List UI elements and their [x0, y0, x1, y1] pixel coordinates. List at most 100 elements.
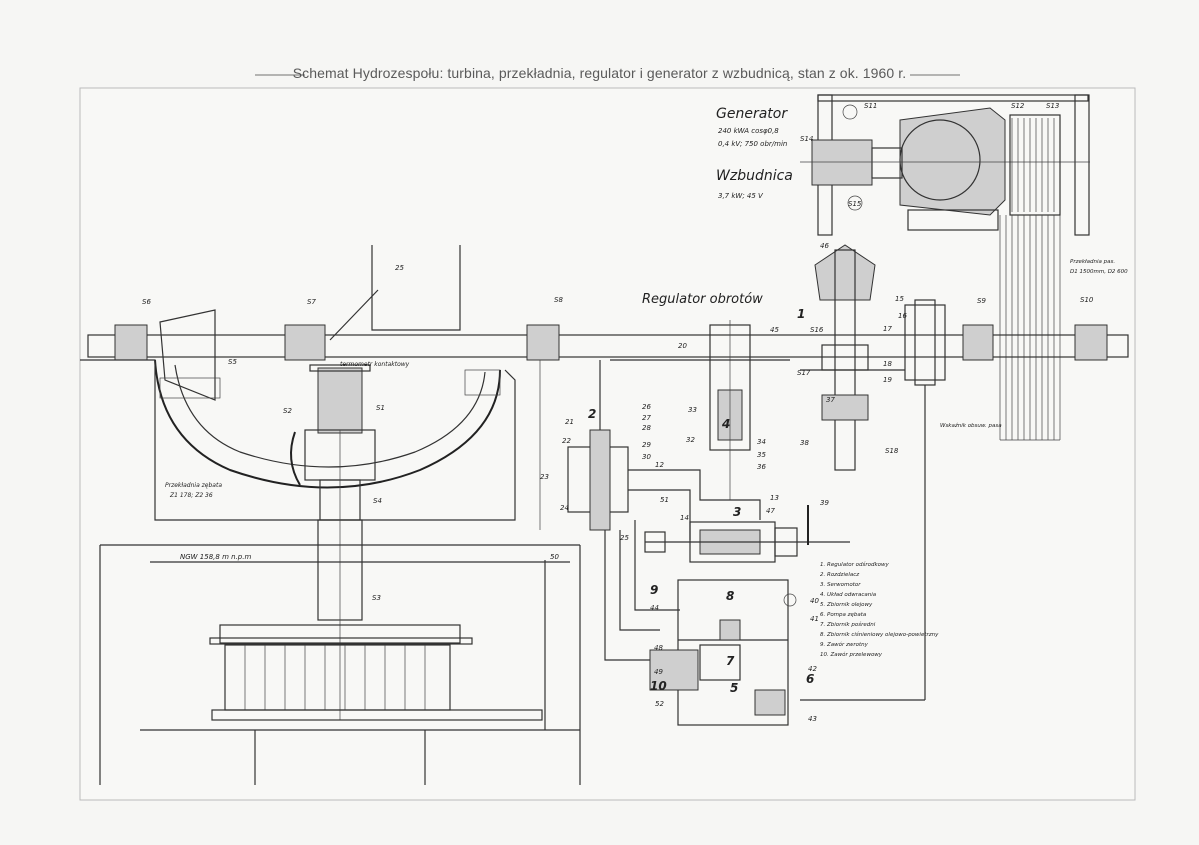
callout-label: 28 [642, 424, 651, 432]
water-level-label: NGW 158,8 m n.p.m [180, 553, 251, 561]
callout-label: S13 [1046, 102, 1059, 110]
legend-item: 9. Zawór zwrotny [820, 641, 869, 648]
callout-label: 18 [883, 360, 892, 368]
callout-label: 23 [540, 473, 549, 481]
thermometer-label: termometr kontaktowy [340, 361, 410, 368]
regulator-heading: Regulator obrotów [642, 292, 763, 307]
callout-label: S4 [373, 497, 382, 505]
callout-label: 25 [620, 534, 629, 542]
callout-label: S18 [885, 447, 899, 455]
callout-label: S16 [810, 326, 824, 334]
belt-drive [999, 215, 1061, 441]
callout-label: 37 [826, 396, 835, 404]
callout-label: 38 [800, 439, 809, 447]
callout-label: 16 [898, 312, 907, 320]
gear-label: Przekładnia zębata [165, 482, 222, 489]
item-number: 5 [730, 681, 738, 695]
generator-spec-line2: 0,4 kV; 750 obr/min [718, 140, 787, 148]
item-number: 3 [733, 505, 741, 519]
callout-label: 15 [895, 295, 904, 303]
callout-label: S3 [372, 594, 381, 602]
belt-spec-label: D1 1500mm, D2 600 [1070, 269, 1128, 275]
legend-item: 4. Układ odwracania [820, 592, 877, 598]
callout-label: 13 [770, 494, 779, 502]
item-number: 10 [650, 679, 667, 693]
callout-label: 44 [650, 604, 659, 612]
callout-label: 42 [808, 665, 817, 673]
legend-item: 7. Zbiornik pośredni [820, 621, 876, 628]
thermometer-lever [329, 245, 461, 341]
legend-item: 8. Zbiornik ciśnieniowy olejowo-powietrz… [820, 631, 939, 638]
callout-label: S17 [797, 369, 811, 377]
item-number: 7 [726, 654, 735, 668]
callout-label: 50 [550, 553, 559, 561]
legend-item: 10. Zawór przelewowy [820, 651, 883, 658]
callout-label: 48 [654, 644, 663, 652]
exciter-heading: Wzbudnica [716, 168, 793, 184]
callout-label: 25 [395, 264, 404, 272]
callout-label: 20 [678, 342, 687, 350]
item-number: 2 [588, 407, 596, 421]
legend-item: 3. Serwomotor [820, 582, 861, 588]
servomotor [644, 505, 850, 563]
callout-label: 49 [654, 668, 663, 676]
callout-label: 30 [642, 453, 651, 461]
oil-tanks [649, 579, 797, 726]
legend-item: 1. Regulator odśrodkowy [820, 561, 889, 568]
centrifugal-governor [800, 244, 905, 471]
main-shaft [87, 299, 1129, 386]
callout-label: 51 [660, 496, 669, 504]
callout-label: 43 [808, 715, 817, 723]
belt-indicator-label: Wskaźnik obsuw. pasa [940, 422, 1002, 429]
item-numbers: 1 2 3 4 5 6 7 8 9 10 [588, 307, 814, 695]
item-number: 4 [721, 417, 730, 431]
callout-label: 47 [766, 507, 775, 515]
callout-label: 46 [820, 242, 829, 250]
callout-label: S11 [864, 102, 877, 110]
callout-label: 21 [565, 418, 574, 426]
callout-label: 45 [770, 326, 779, 334]
callout-label: S6 [142, 298, 151, 306]
generator-assembly [800, 94, 1090, 236]
generator-spec-line1: 240 kWA cosφ0,8 [718, 127, 779, 135]
callout-label: S14 [800, 135, 813, 143]
callout-label: S7 [307, 298, 316, 306]
drawing-title: Schemat Hydrozespołu: turbina, przekładn… [292, 65, 907, 81]
item-number: 6 [806, 672, 814, 686]
callout-label: 17 [883, 325, 892, 333]
callout-label: 32 [686, 436, 695, 444]
reversing-unit [610, 320, 790, 500]
oil-pipes [604, 385, 926, 701]
callout-label: 40 [810, 597, 819, 605]
callout-label: 33 [688, 406, 697, 414]
item-number: 9 [650, 583, 658, 597]
callout-label: S8 [554, 296, 563, 304]
callout-label: S9 [977, 297, 986, 305]
item-number: 8 [726, 589, 734, 603]
belt-sheave-lines [1011, 118, 1055, 212]
legend-item: 5. Zbiornik olejowy [820, 602, 873, 608]
gear-ratio-label: Z1 178; Z2 36 [169, 492, 213, 499]
generator-heading: Generator [716, 106, 788, 122]
callout-label: 26 [642, 403, 651, 411]
turbine-basin [99, 544, 581, 785]
callout-label: 29 [642, 441, 651, 449]
callout-label: 14 [680, 514, 689, 522]
small-callouts: 45 46 20 12 13 14 15 16 17 18 19 21 22 2… [142, 102, 1094, 723]
callout-label: 19 [883, 376, 892, 384]
callout-label: S1 [376, 404, 385, 412]
belt-label: Przekładnia pas. [1070, 259, 1115, 265]
callout-label: S12 [1011, 102, 1025, 110]
callout-label: 22 [562, 437, 571, 445]
callout-label: S10 [1080, 296, 1094, 304]
exciter-spec: 3,7 kW; 45 V [718, 192, 764, 200]
turbine-runner [209, 624, 543, 721]
callout-label: 41 [810, 615, 819, 623]
callout-label: 34 [757, 438, 766, 446]
water-level-label-group: NGW 158,8 m n.p.m [180, 553, 251, 561]
callout-label: S2 [283, 407, 292, 415]
callout-label: S15 [848, 200, 862, 208]
callout-label: 39 [820, 499, 829, 507]
callout-label: 24 [560, 504, 569, 512]
